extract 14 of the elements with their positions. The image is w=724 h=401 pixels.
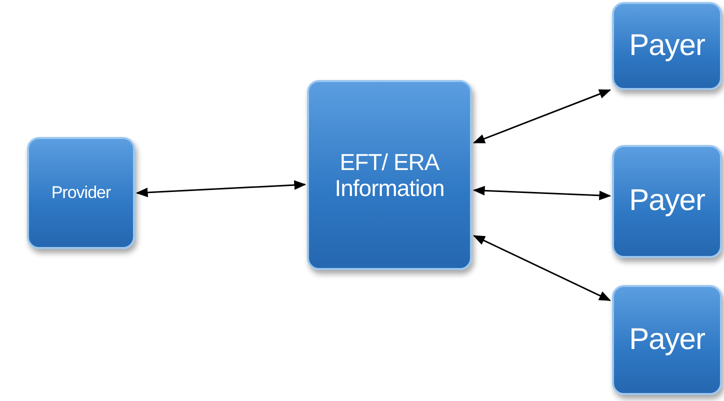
process-box xyxy=(612,2,722,90)
double-arrow xyxy=(136,180,306,198)
box-label: Payer xyxy=(629,322,705,358)
double-arrow xyxy=(472,235,612,302)
box-label: Payer xyxy=(629,28,705,64)
box-label: Provider xyxy=(51,183,111,203)
process-box xyxy=(307,80,472,270)
double-arrow xyxy=(472,89,612,144)
double-arrow xyxy=(472,186,612,200)
process-box xyxy=(612,285,722,395)
box-label: Payer xyxy=(629,184,705,219)
process-box xyxy=(612,145,722,258)
box-label: EFT/ ERA Information xyxy=(334,148,446,202)
process-box xyxy=(27,137,135,249)
